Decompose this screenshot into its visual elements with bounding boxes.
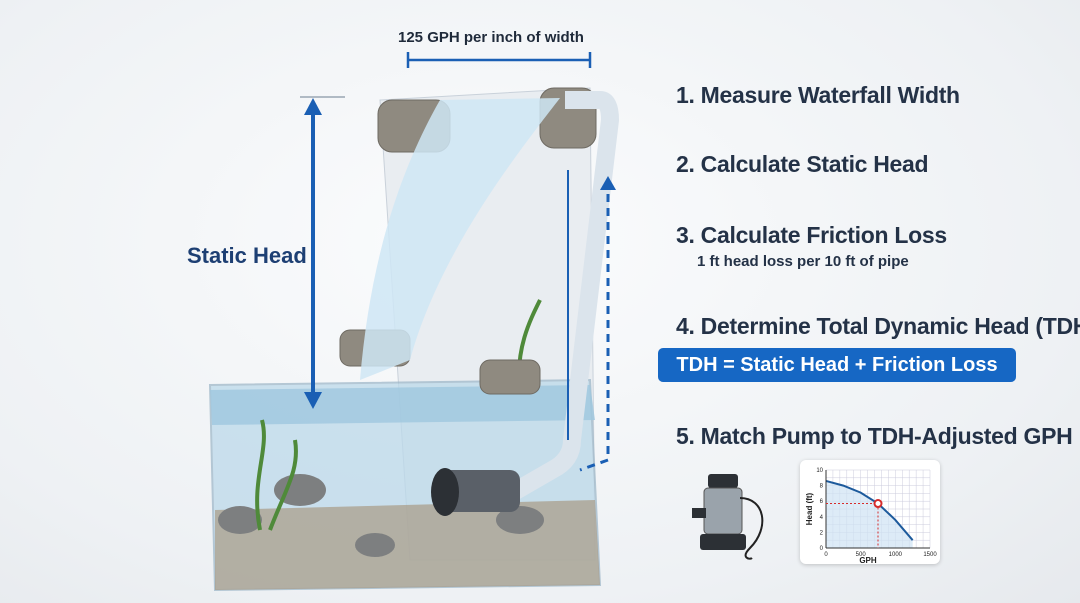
friction-note: 1 ft head loss per 10 ft of pipe: [697, 253, 909, 270]
pump-icon: [431, 468, 520, 516]
waterfall-illustration: [208, 52, 620, 592]
width-label: 125 GPH per inch of width: [398, 29, 584, 46]
arrow-down-icon: [304, 392, 322, 409]
step-1: 1. Measure Waterfall Width: [676, 82, 960, 108]
return-pipe: [495, 91, 620, 508]
y-tick-label: 8: [820, 484, 824, 490]
step-4: 4. Determine Total Dynamic Head (TDH): [676, 313, 1080, 339]
submersible-pump-icon: [692, 474, 764, 560]
y-axis-label: Head (ft): [805, 492, 814, 525]
x-tick-label: 1500: [923, 552, 937, 558]
static-head-label: Static Head: [187, 243, 307, 268]
curve-area: [826, 480, 913, 548]
y-tick-label: 4: [820, 515, 824, 521]
arrow-up-icon: [304, 98, 322, 115]
rocks: [218, 474, 544, 557]
x-axis-label: GPH: [859, 556, 877, 564]
width-bracket: [406, 52, 592, 68]
y-tick-label: 2: [820, 530, 824, 536]
y-tick-label: 6: [820, 499, 824, 505]
x-tick-label: 500: [856, 552, 867, 558]
step-5: 5. Match Pump to TDH-Adjusted GPH: [676, 423, 1073, 449]
tdh-formula: TDH = Static Head + Friction Loss: [658, 348, 1016, 382]
step-3: 3. Calculate Friction Loss: [676, 222, 947, 248]
pump-curve-line: [825, 479, 914, 541]
gravel-bed: [215, 500, 600, 590]
x-tick-label: 0: [824, 552, 828, 558]
waterfall-sheet: [360, 98, 560, 380]
y-tick-label: 0: [820, 546, 824, 552]
y-tick-label: 10: [816, 468, 823, 474]
dashed-arrow-head-icon: [600, 176, 616, 190]
dashed-flow-arrow: [579, 180, 610, 472]
step-2: 2. Calculate Static Head: [676, 151, 929, 177]
operating-point-marker: [873, 499, 883, 509]
x-tick-label: 1000: [889, 552, 903, 558]
